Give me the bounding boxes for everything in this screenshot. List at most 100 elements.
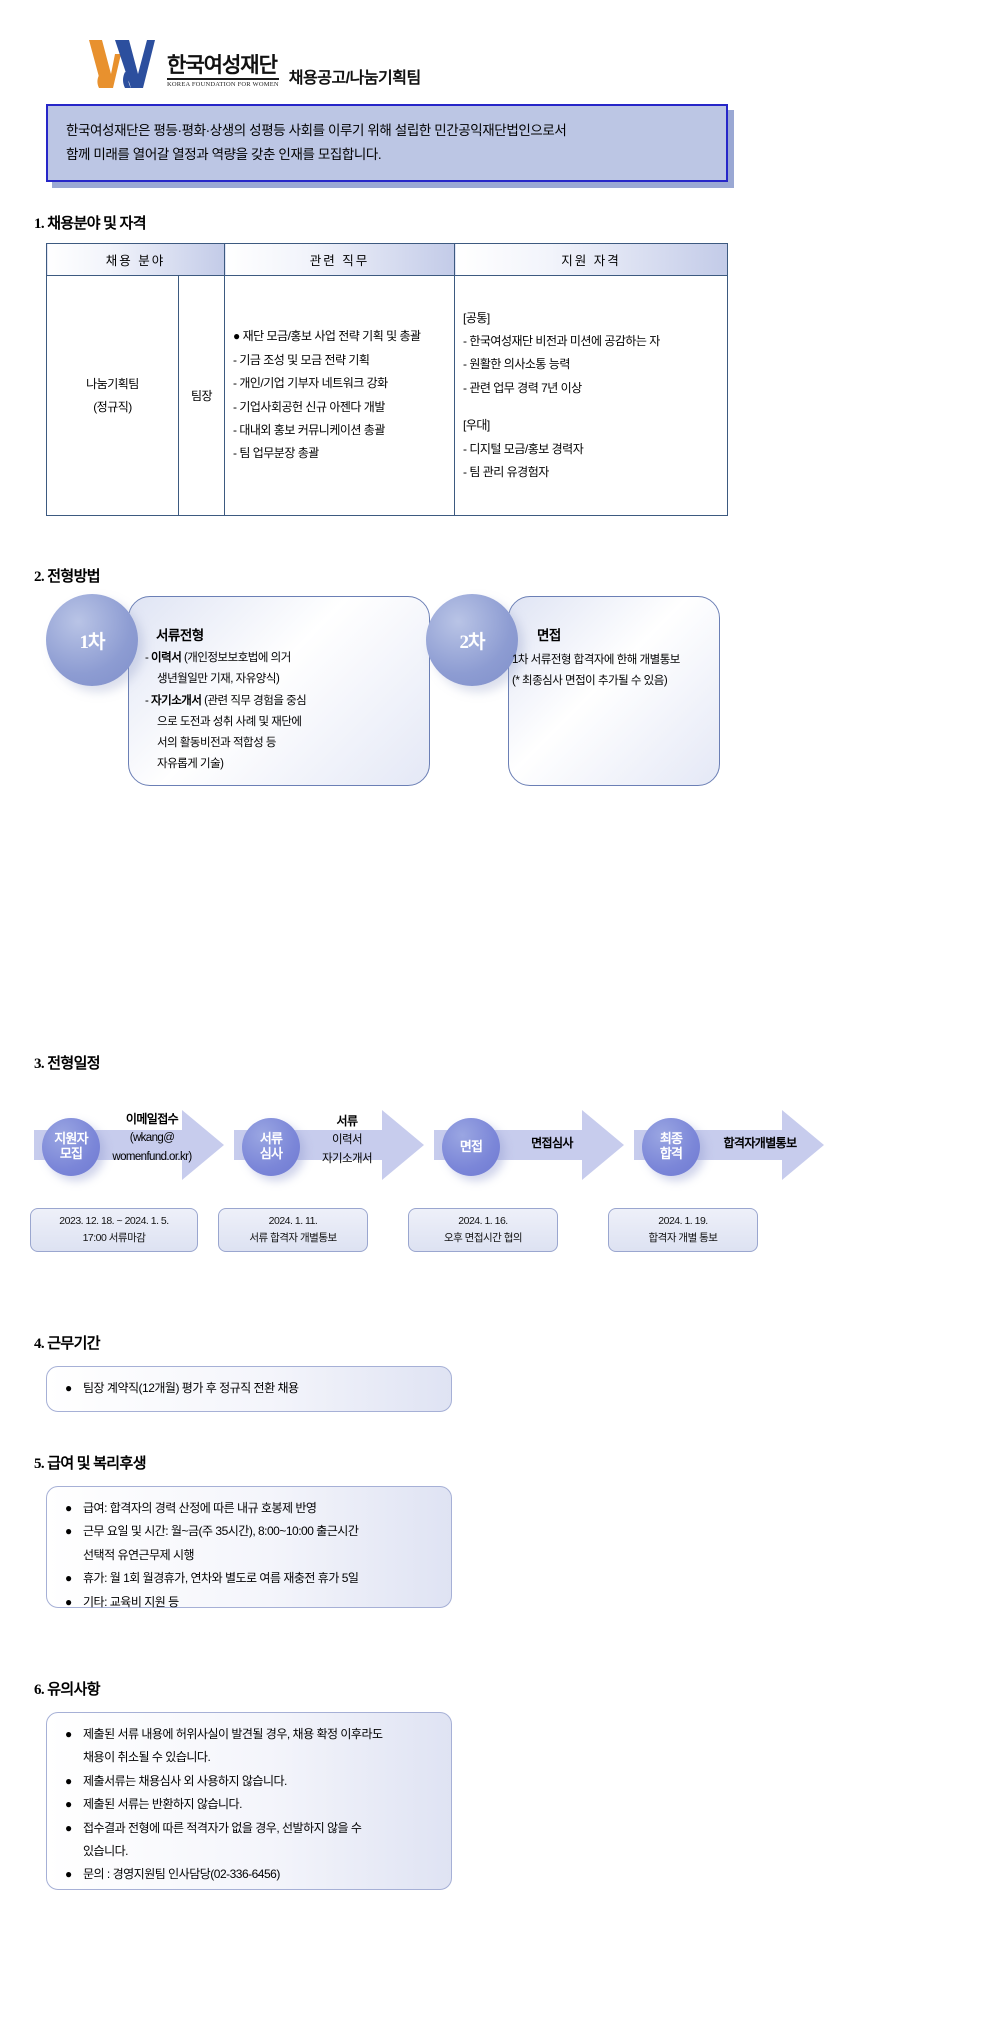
- step-line: - 자기소개서 (관련 직무 경험을 중심: [145, 694, 307, 707]
- list-item-text: 근무 요일 및 시간: 월~금(주 35시간), 8:00~10:00 출근시간: [83, 1524, 359, 1539]
- timeline-label-2: 서류 이력서 자기소개서: [292, 1112, 402, 1168]
- logo-wordmark: 한국여성재단 KOREA FOUNDATION FOR WOMEN: [167, 54, 279, 91]
- date-line: 합격자 개별 통보: [648, 1232, 718, 1244]
- salary-list: ● 급여: 합격자의 경력 산정에 따른 내규 호봉제 반영 ● 근무 요일 및…: [65, 1497, 433, 1614]
- qualification-list: [공통] - 한국여성재단 비전과 미션에 공감하는 자 - 원활한 의사소통 …: [463, 307, 719, 485]
- logo-divider: [167, 77, 279, 80]
- section-title-4: 4. 근무기간: [34, 1336, 101, 1352]
- timeline-date-2: 2024. 1. 11. 서류 합격자 개별통보: [218, 1208, 368, 1252]
- list-item: - 팀 업무분장 총괄: [233, 446, 319, 461]
- list-item: - 개인/기업 기부자 네트워크 강화: [233, 376, 388, 391]
- bullet-icon: ●: [65, 1594, 72, 1609]
- qual-common-title: [공통]: [463, 310, 490, 325]
- list-item: - 원활한 의사소통 능력: [463, 357, 570, 372]
- bullet-icon: ●: [65, 1381, 72, 1395]
- date-line: 2024. 1. 16.: [458, 1215, 508, 1228]
- section-title-2: 2. 전형방법: [34, 569, 101, 585]
- step-line: (* 최종심사 면접이 추가될 수 있음): [512, 675, 668, 688]
- intro-line-1: 한국여성재단은 평등·평화·상생의 성평등 사회를 이루기 위해 설립한 민간공…: [66, 123, 567, 139]
- step-card-2: [508, 596, 720, 786]
- section-title-3: 3. 전형일정: [34, 1056, 101, 1072]
- timeline-date-3: 2024. 1. 16. 오후 면접시간 협의: [408, 1208, 558, 1252]
- list-item: ● 휴가: 월 1회 월경휴가, 연차와 별도로 여름 재충전 휴가 5일: [65, 1567, 433, 1590]
- page-header: 한국여성재단 KOREA FOUNDATION FOR WOMEN 채용공고/나…: [85, 38, 421, 90]
- cell-duties: ● 재단 모금/홍보 사업 전략 기획 및 총괄 - 기금 조성 및 모금 전략…: [224, 275, 455, 516]
- work-period-box: ● 팀장 계약직(12개월) 평가 후 정규직 전환 채용: [46, 1366, 452, 1412]
- list-item: - 팀 관리 유경험자: [463, 464, 549, 479]
- step-line: - 이력서 (개인정보보호법에 의거: [145, 652, 291, 664]
- date-line: 2024. 1. 11.: [268, 1215, 318, 1228]
- th-field: 채용 분야: [46, 243, 225, 276]
- timeline-head: 면접심사: [531, 1136, 573, 1150]
- field-type: (정규직): [93, 399, 132, 414]
- list-item-text: 채용이 취소될 수 있습니다.: [83, 1750, 211, 1765]
- step-badge-2: 2차: [426, 594, 518, 686]
- list-item-text: 선택적 유연근무제 시행: [83, 1547, 195, 1562]
- page-title: 채용공고/나눔기획팀: [288, 70, 421, 87]
- date-line: 서류 합격자 개별통보: [249, 1232, 337, 1244]
- bullet-icon: ●: [65, 1501, 72, 1515]
- bullet-icon: ●: [65, 1820, 72, 1835]
- salary-box: ● 급여: 합격자의 경력 산정에 따른 내규 호봉제 반영 ● 근무 요일 및…: [46, 1486, 452, 1609]
- list-item: ● 근무 요일 및 시간: 월~금(주 35시간), 8:00~10:00 출근…: [65, 1520, 433, 1543]
- list-item-continuation: 선택적 유연근무제 시행: [65, 1544, 433, 1567]
- list-item: ● 접수결과 전형에 따른 적격자가 없을 경우, 선발하지 않을 수: [65, 1817, 433, 1840]
- step-card-1: [128, 596, 430, 786]
- list-item-continuation: 있습니다.: [65, 1840, 433, 1863]
- step-body-1: - 이력서 (개인정보보호법에 의거 생년월일만 기재, 자유양식) - 자기소…: [145, 648, 425, 776]
- step-body-2: 1차 서류전형 합격자에 한해 개별통보 (* 최종심사 면접이 추가될 수 있…: [512, 650, 732, 693]
- timeline-arrows: [34, 1110, 824, 1180]
- section-title-6: 6. 유의사항: [34, 1682, 101, 1698]
- date-line: 2023. 12. 18. ~ 2024. 1. 5.: [59, 1215, 169, 1228]
- step-heading-2: 면접: [537, 628, 561, 643]
- cell-rank: 팀장: [178, 275, 225, 516]
- bullet-icon: ●: [65, 1524, 72, 1539]
- list-item-text: 접수결과 전형에 따른 적격자가 없을 경우, 선발하지 않을 수: [83, 1820, 362, 1835]
- step-badge-1: 1차: [46, 594, 138, 686]
- timeline-label-4: 합격자개별통보: [690, 1134, 830, 1153]
- list-item: ● 급여: 합격자의 경력 산정에 따른 내규 호봉제 반영: [65, 1497, 433, 1520]
- recruitment-table: 채용 분야 관련 직무 지원 자격 나눔기획팀 (정규직) 팀장 ● 재단 모금…: [46, 243, 728, 516]
- list-item-text: 팀장 계약직(12개월) 평가 후 정규직 전환 채용: [83, 1381, 299, 1395]
- bullet-icon: ●: [65, 1727, 72, 1741]
- step-line: 자유롭게 기술): [157, 758, 224, 771]
- cell-field: 나눔기획팀 (정규직): [46, 275, 179, 516]
- intro-line-2: 함께 미래를 열어갈 열정과 역량을 갖춘 인재를 모집합니다.: [66, 147, 382, 162]
- timeline-head: 이메일접수: [125, 1112, 179, 1126]
- list-item: ● 제출된 서류는 반환하지 않습니다.: [65, 1793, 433, 1816]
- list-item: - 대내외 홍보 커뮤니케이션 총괄: [233, 422, 385, 437]
- date-line: 오후 면접시간 협의: [443, 1232, 523, 1244]
- intro-box: 한국여성재단은 평등·평화·상생의 성평등 사회를 이루기 위해 설립한 민간공…: [46, 104, 728, 182]
- list-item: - 한국여성재단 비전과 미션에 공감하는 자: [463, 334, 660, 349]
- timeline-label-1: 이메일접수 (wkang@ womenfund.or.kr): [92, 1110, 212, 1166]
- timeline-date-4: 2024. 1. 19. 합격자 개별 통보: [608, 1208, 758, 1252]
- list-item: ● 팀장 계약직(12개월) 평가 후 정규직 전환 채용: [65, 1377, 433, 1400]
- timeline-head: 서류: [336, 1114, 358, 1128]
- list-item: - 기업사회공헌 신규 아젠다 개발: [233, 399, 385, 414]
- kfw-logo-icon: [85, 38, 157, 90]
- notice-box: ● 제출된 서류 내용에 허위사실이 발견될 경우, 채용 확정 이후라도 채용…: [46, 1712, 452, 1890]
- duty-list: ● 재단 모금/홍보 사업 전략 기획 및 총괄 - 기금 조성 및 모금 전략…: [233, 325, 446, 465]
- timeline-head: 합격자개별통보: [723, 1136, 797, 1150]
- section-title-1: 1. 채용분야 및 자격: [34, 216, 147, 232]
- list-item-text: 있습니다.: [83, 1843, 129, 1858]
- list-item-text: 제출된 서류는 반환하지 않습니다.: [83, 1797, 242, 1812]
- bullet-icon: ●: [65, 1797, 72, 1812]
- list-item: - 디지털 모금/홍보 경력자: [463, 441, 584, 456]
- step-line: 서의 활동비전과 적합성 등: [157, 737, 276, 750]
- date-line: 2024. 1. 19.: [658, 1215, 708, 1228]
- step-heading-1: 서류전형: [156, 628, 204, 643]
- list-item: ● 문의 : 경영지원팀 인사담당(02-336-6456): [65, 1863, 433, 1886]
- spacer: [463, 400, 719, 414]
- qual-pref-title: [우대]: [463, 418, 490, 433]
- th-qualification: 지원 자격: [454, 243, 728, 276]
- date-line: 17:00 서류마감: [82, 1232, 146, 1244]
- work-period-list: ● 팀장 계약직(12개월) 평가 후 정규직 전환 채용: [65, 1377, 433, 1400]
- list-item-text: 제출서류는 채용심사 외 사용하지 않습니다.: [83, 1773, 287, 1788]
- list-item: ● 재단 모금/홍보 사업 전략 기획 및 총괄: [233, 329, 421, 344]
- section-title-5: 5. 급여 및 복리후생: [34, 1456, 147, 1472]
- timeline-sub: womenfund.or.kr): [112, 1150, 192, 1163]
